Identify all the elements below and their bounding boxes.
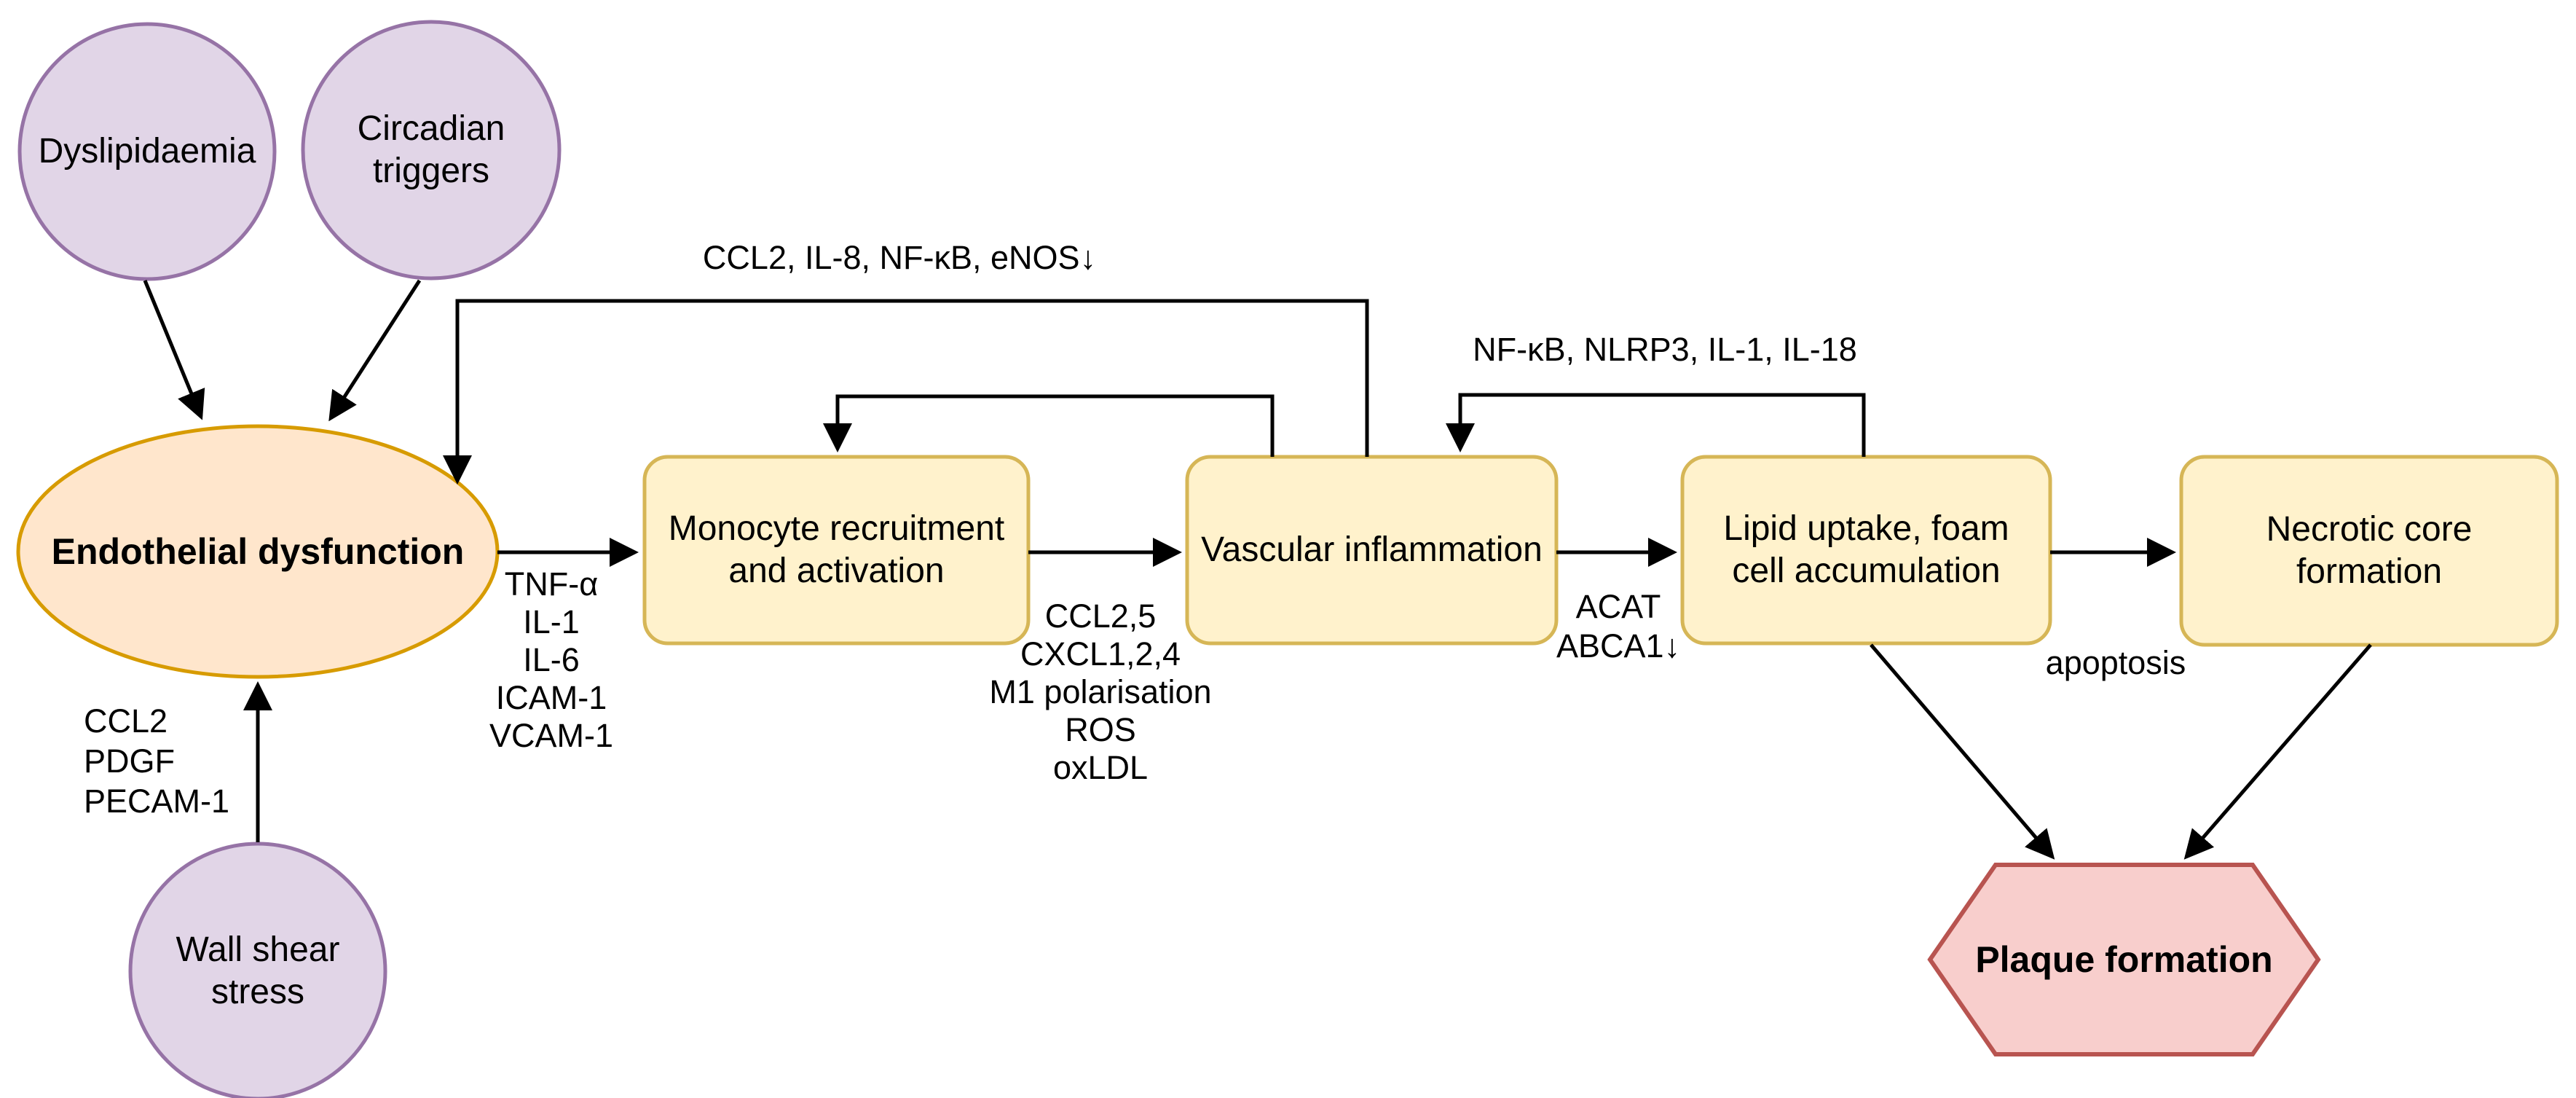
node-label-dyslipidaemia: Dyslipidaemia [38,132,256,170]
edge-label-lipid-to-vascular: NF-κB, NLRP3, IL-1, IL-18 [1473,331,1857,368]
node-label-plaque-formation: Plaque formation [1975,939,2273,980]
node-label-wall-shear-stress: Wall shear stress [176,930,340,1011]
node-label-vascular-inflammation: Vascular inflammation [1201,530,1543,569]
edge-dyslipidaemia-to-endothelial [143,280,205,420]
node-shape-vascular-inflammation [1185,455,1559,646]
edge-label-endothelial-to-monocyte: TNF-α IL-1 IL-6 ICAM-1 VCAM-1 [489,565,614,754]
node-shape-monocyte-recruitment [642,455,1031,646]
edge-feedback-vascular-to-monocyte [823,394,1275,457]
node-label-circadian-triggers: Circadian triggers [357,109,505,190]
node-label-lipid-uptake: Lipid uptake, foam cell accumulation [1723,509,2009,590]
edge-circadian-to-endothelial [328,279,422,422]
edge-necrotic-to-plaque [2183,643,2372,860]
node-shape-wall-shear-stress [128,842,387,1098]
node-label-endothelial-dysfunction: Endothelial dysfunction [51,531,465,572]
edge-feedback-vascular-to-endothelial [443,299,1369,485]
node-label-necrotic-core: Necrotic core formation [2266,510,2473,591]
edge-label-lipid-to-necrotic: apoptosis [2045,644,2186,681]
edge-label-monocyte-to-vascular: CCL2,5 CXCL1,2,4 M1 polarisation ROS oxL… [989,597,1212,786]
node-shape-plaque-formation [1927,863,2321,1056]
edge-label-wall-shear-to-endothelial: CCL2 PDGF PECAM-1 [84,702,230,820]
edge-lipid-to-plaque [1870,643,2055,860]
edge-label-vascular-to-endothelial: CCL2, IL-8, NF-κB, eNOS↓ [702,239,1097,276]
node-shape-lipid-uptake [1680,455,2052,646]
node-label-monocyte-recruitment: Monocyte recruitment and activation [668,509,1005,590]
node-shape-dyslipidaemia [17,22,277,281]
node-shape-circadian-triggers [301,20,562,281]
edge-label-vascular-to-lipid: ACAT ABCA1↓ [1556,588,1681,664]
edge-feedback-lipid-to-vascular [1446,393,1866,457]
